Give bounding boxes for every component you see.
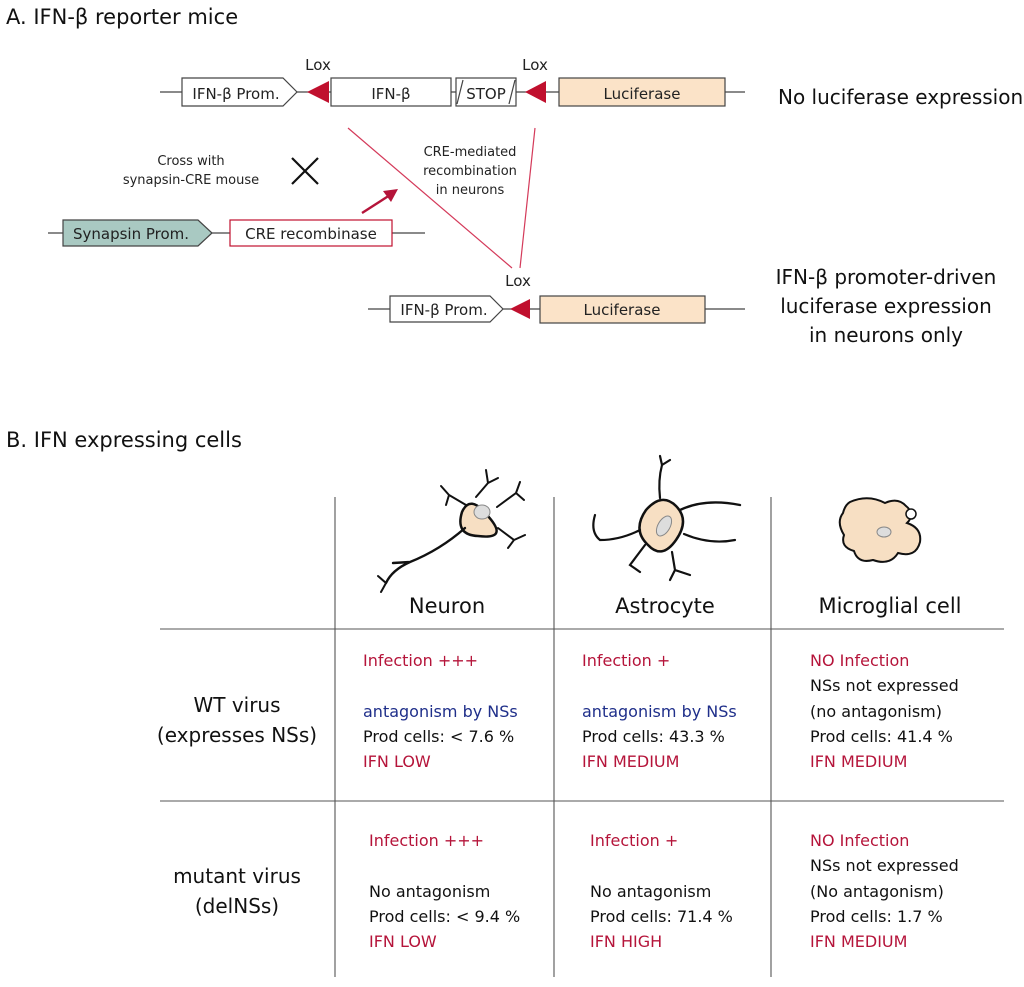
column-header-neuron: Neuron <box>409 594 485 618</box>
luciferase-box-bottom <box>539 295 706 324</box>
wt-astrocyte-line-4: Prod cells: 43.3 % <box>582 727 725 746</box>
wt-microglia-line-1: NO Infection <box>810 651 909 670</box>
wt-astrocyte-line-5: IFN MEDIUM <box>582 752 679 771</box>
cross-text-1: Cross with <box>157 154 224 169</box>
synapsin-promoter-box <box>62 219 213 247</box>
wt-neuron-line-1: Infection +++ <box>363 651 478 670</box>
mut-neuron-line-3: No antagonism <box>369 882 490 901</box>
luciferase-label-bottom: Luciferase <box>584 301 661 319</box>
wt-microglia-line-5: IFN MEDIUM <box>810 752 907 771</box>
wt-astrocyte-line-3: antagonism by NSs <box>582 702 737 721</box>
lox-site-bottom <box>510 299 530 319</box>
wt-neuron-line-5: IFN LOW <box>363 752 431 771</box>
mut-microglia-line-3: (No antagonism) <box>810 882 944 901</box>
result-bottom-1: IFN-β promoter-driven <box>776 265 997 289</box>
cross-text-2: synapsin-CRE mouse <box>123 173 259 188</box>
wt-astrocyte-line-1: Infection + <box>582 651 670 670</box>
panel-a-title: A. IFN-β reporter mice <box>6 5 238 29</box>
column-header-microglia: Microglial cell <box>818 594 961 618</box>
stop-slash-right <box>508 79 516 105</box>
row-label-mutant-2: (delNSs) <box>195 894 279 918</box>
cre-recombinase-box <box>229 219 393 247</box>
recombination-text-1: CRE-mediated <box>424 145 517 160</box>
wt-neuron-line-4: Prod cells: < 7.6 % <box>363 727 514 746</box>
cre-recombinase-label: CRE recombinase <box>245 225 377 243</box>
result-top: No luciferase expression <box>778 85 1023 109</box>
recombination-line-left <box>347 127 513 269</box>
result-bottom-3: in neurons only <box>809 323 963 347</box>
synapsin-promoter-label: Synapsin Prom. <box>73 225 189 243</box>
ifnb-gene-box <box>330 77 452 107</box>
construct-bottom: IFN-β Prom. Lox Luciferase <box>368 272 745 324</box>
mut-microglia-line-5: IFN MEDIUM <box>810 932 907 951</box>
neuron-illustration <box>377 469 526 593</box>
recombination-line-right <box>519 127 536 269</box>
lox-site-left <box>307 81 329 103</box>
stop-label: STOP <box>466 85 506 103</box>
cre-construct: Synapsin Prom. CRE recombinase <box>48 219 425 247</box>
ifnb-promoter-label-top: IFN-β Prom. <box>192 85 279 103</box>
table-grid <box>160 497 1004 977</box>
panel-b-title: B. IFN expressing cells <box>6 428 242 452</box>
mut-microglia-line-1: NO Infection <box>810 831 909 850</box>
ifnb-promoter-box-bottom <box>389 295 504 323</box>
mut-astrocyte-line-4: Prod cells: 71.4 % <box>590 907 733 926</box>
cross-symbol-icon <box>291 157 319 185</box>
construct-top: IFN-β Prom. Lox IFN-β STOP Lox Luciferas… <box>160 56 745 107</box>
row-mutant-cells: Infection +++ No antagonism Prod cells: … <box>369 831 959 951</box>
microglia-illustration <box>838 497 922 563</box>
mut-neuron-line-4: Prod cells: < 9.4 % <box>369 907 520 926</box>
result-bottom-2: luciferase expression <box>780 294 992 318</box>
recombination-text-2: recombination <box>423 164 517 179</box>
lox-label-bottom: Lox <box>505 272 531 290</box>
ifnb-gene-label: IFN-β <box>371 85 410 103</box>
lox-label-right: Lox <box>522 56 548 74</box>
mut-neuron-line-1: Infection +++ <box>369 831 484 850</box>
wt-microglia-line-2: NSs not expressed <box>810 676 959 695</box>
lox-site-right <box>525 81 546 103</box>
arrow-icon <box>361 189 398 215</box>
stop-box <box>455 77 517 107</box>
mut-microglia-line-4: Prod cells: 1.7 % <box>810 907 943 926</box>
ifnb-promoter-label-bottom: IFN-β Prom. <box>400 301 487 319</box>
luciferase-label-top: Luciferase <box>604 85 681 103</box>
mut-neuron-line-5: IFN LOW <box>369 932 437 951</box>
column-header-astrocyte: Astrocyte <box>615 594 715 618</box>
wt-neuron-line-3: antagonism by NSs <box>363 702 518 721</box>
wt-microglia-line-4: Prod cells: 41.4 % <box>810 727 953 746</box>
row-label-wt-2: (expresses NSs) <box>157 723 317 747</box>
row-label-wt-1: WT virus <box>193 693 280 717</box>
lox-label-left: Lox <box>305 56 331 74</box>
mut-astrocyte-line-1: Infection + <box>590 831 678 850</box>
stop-slash-left <box>456 79 464 105</box>
mut-microglia-line-2: NSs not expressed <box>810 856 959 875</box>
mut-astrocyte-line-3: No antagonism <box>590 882 711 901</box>
recombination-text-3: in neurons <box>436 183 505 198</box>
row-wt-cells: Infection +++ antagonism by NSs Prod cel… <box>363 651 959 771</box>
row-label-mutant-1: mutant virus <box>173 864 301 888</box>
mut-astrocyte-line-5: IFN HIGH <box>590 932 662 951</box>
luciferase-box-top <box>558 77 726 107</box>
ifnb-promoter-box-top <box>181 77 298 107</box>
astrocyte-illustration <box>592 454 742 582</box>
wt-microglia-line-3: (no antagonism) <box>810 702 942 721</box>
